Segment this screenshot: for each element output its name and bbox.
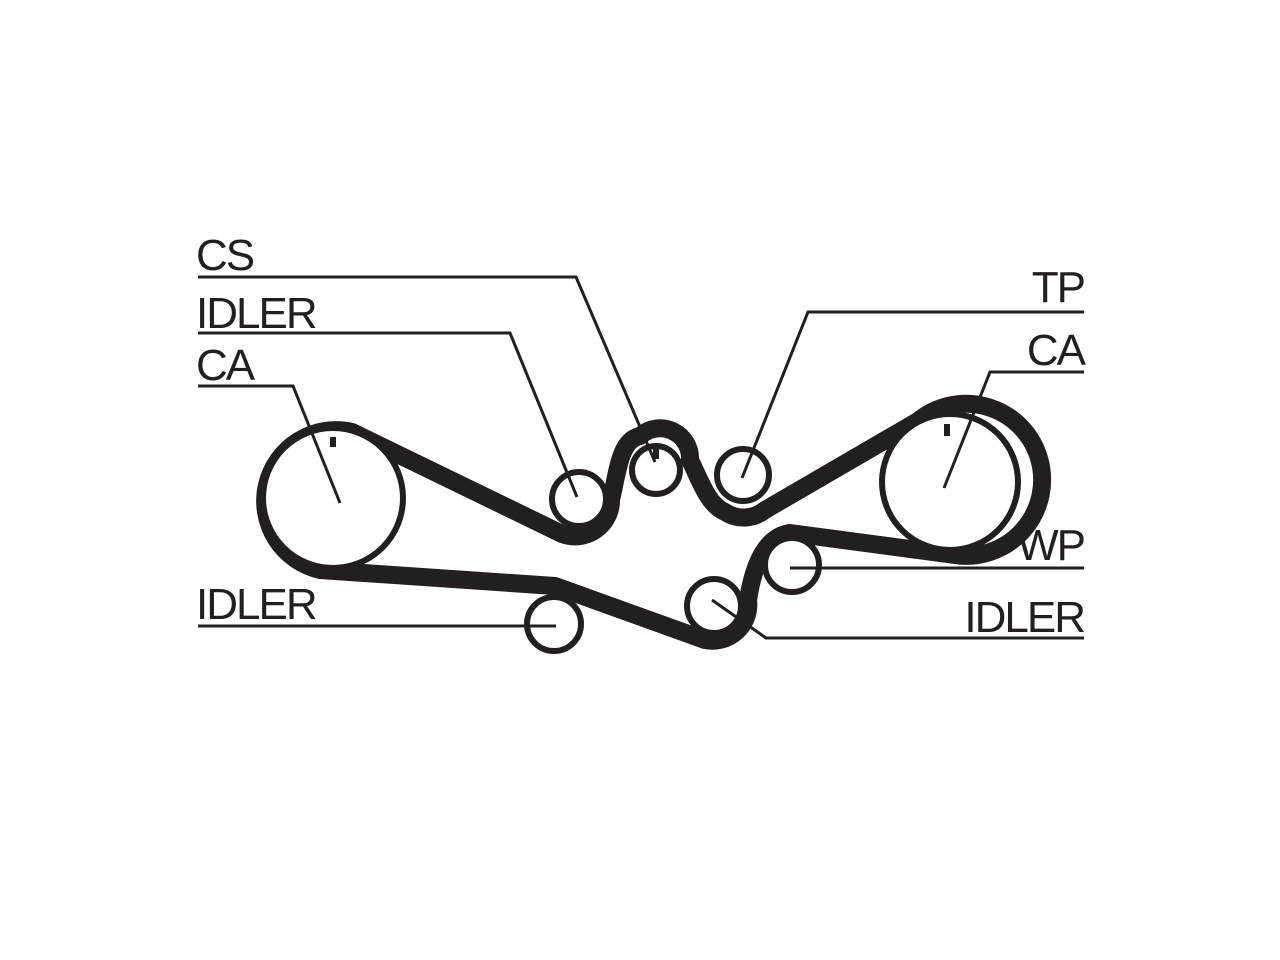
leader-idler-bottom-right <box>711 598 1084 640</box>
pulley-ca-left <box>260 425 406 571</box>
label-wp: WP <box>1017 521 1085 570</box>
leader-cs <box>198 275 657 463</box>
leader-tp <box>740 310 1084 479</box>
label-cs: CS <box>196 231 254 280</box>
leader-idler-top-left <box>198 331 579 498</box>
label-idler-bottom-left: IDLER <box>196 580 316 629</box>
label-idler-bottom-right: IDLER <box>964 593 1084 642</box>
pulley-cs <box>629 443 683 497</box>
label-idler-top-left: IDLER <box>196 289 316 338</box>
label-ca-left: CA <box>196 341 256 390</box>
pulley-wp <box>762 535 822 595</box>
label-ca-right: CA <box>1027 326 1087 375</box>
pulley-idler-bottom-right <box>684 576 744 636</box>
pulley-idler-bottom-left <box>524 594 584 654</box>
label-tp: TP <box>1032 263 1085 312</box>
leader-ca-left <box>198 384 342 504</box>
leader-ca-right <box>942 370 1084 489</box>
pulley-idler-top-left <box>549 469 609 529</box>
pulley-ca-right <box>879 411 1021 553</box>
